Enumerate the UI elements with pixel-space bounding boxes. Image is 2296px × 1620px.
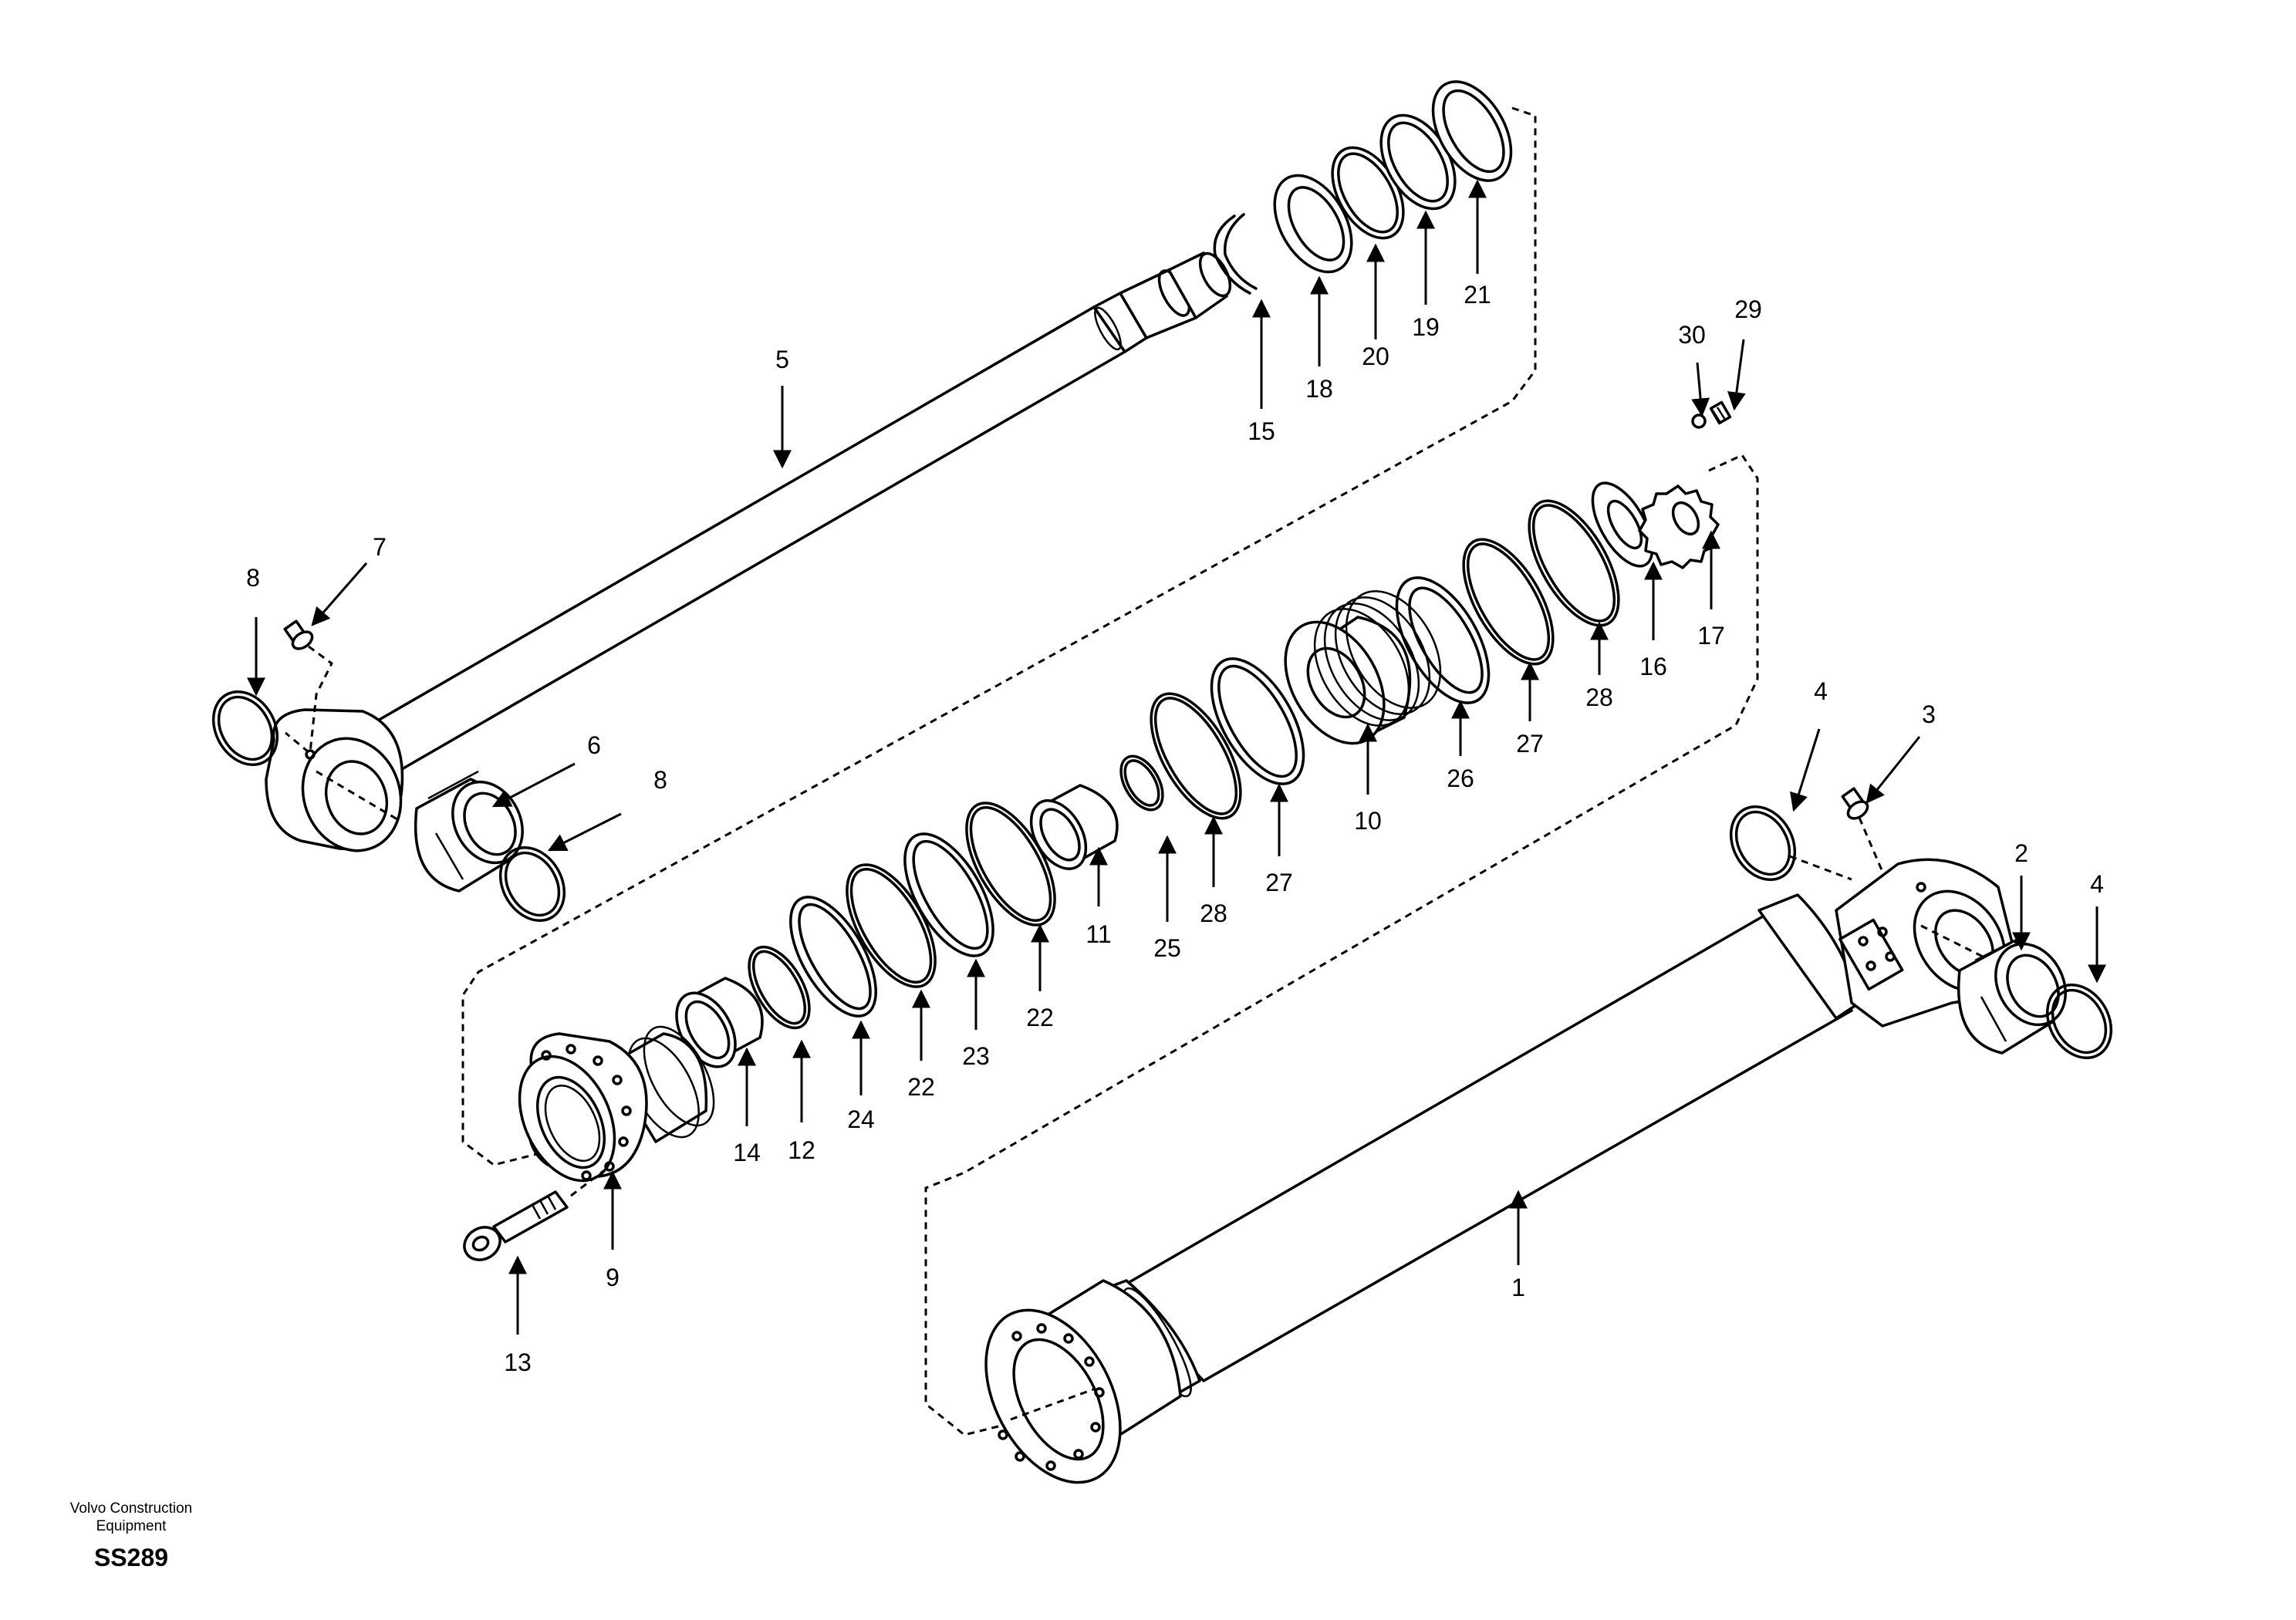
cylinder-head bbox=[518, 1025, 715, 1183]
callout-27-upper: 27 bbox=[1516, 730, 1544, 758]
callout-11: 11 bbox=[1086, 920, 1111, 948]
assembly-line-piston bbox=[924, 454, 1759, 1436]
callout-19: 19 bbox=[1412, 313, 1440, 341]
callout-23: 23 bbox=[962, 1042, 990, 1070]
piston-seal-group bbox=[675, 481, 1720, 1068]
callout-6: 6 bbox=[587, 731, 601, 759]
callout-28-lower: 28 bbox=[1200, 899, 1227, 927]
callout-28-upper: 28 bbox=[1585, 683, 1613, 711]
callout-13: 13 bbox=[504, 1348, 532, 1376]
callout-8-left: 8 bbox=[246, 564, 260, 592]
callout-leaders bbox=[247, 179, 2106, 1335]
callout-20: 20 bbox=[1362, 343, 1389, 370]
callout-22-upper: 22 bbox=[1026, 1004, 1054, 1031]
o-ring-tube-right bbox=[2045, 983, 2113, 1060]
callout-21: 21 bbox=[1464, 281, 1491, 309]
callout-14: 14 bbox=[733, 1139, 761, 1166]
callout-4-left: 4 bbox=[1814, 677, 1828, 705]
callout-16: 16 bbox=[1639, 653, 1667, 680]
callout-labels: 1 2 3 4 4 5 6 7 8 8 9 10 11 12 13 14 15 … bbox=[246, 281, 2104, 1376]
cylinder-tube bbox=[984, 858, 2015, 1484]
lock-screw-group bbox=[1691, 400, 1732, 429]
piston-rod bbox=[265, 251, 1232, 852]
callout-30: 30 bbox=[1678, 321, 1706, 349]
callout-10: 10 bbox=[1354, 807, 1382, 835]
footer-company-line2: Equipment bbox=[96, 1518, 167, 1534]
callout-4-right: 4 bbox=[2090, 870, 2104, 898]
grease-nipple-tube bbox=[1841, 787, 1884, 872]
callout-27-lower: 27 bbox=[1265, 869, 1293, 896]
footer-company-line1: Volvo Construction bbox=[69, 1500, 193, 1517]
drawing-code: SS289 bbox=[93, 1544, 169, 1571]
callout-29: 29 bbox=[1734, 295, 1762, 323]
o-ring-rod-left bbox=[211, 690, 279, 767]
callout-5: 5 bbox=[775, 346, 789, 373]
assembly-line-rod-gland bbox=[461, 106, 1537, 1166]
callout-15: 15 bbox=[1248, 417, 1275, 445]
bushing-rod bbox=[414, 770, 524, 893]
callout-17: 17 bbox=[1697, 622, 1725, 650]
socket-head-bolt bbox=[463, 1165, 610, 1261]
o-ring-rod-right bbox=[498, 845, 566, 923]
callout-7: 7 bbox=[373, 533, 387, 561]
callout-8-right: 8 bbox=[653, 766, 667, 794]
callout-12: 12 bbox=[788, 1136, 815, 1164]
callout-24: 24 bbox=[847, 1105, 875, 1133]
callout-1: 1 bbox=[1511, 1274, 1525, 1301]
o-ring-tube-left bbox=[1729, 805, 1852, 882]
callout-26: 26 bbox=[1447, 764, 1474, 792]
callout-9: 9 bbox=[606, 1264, 620, 1291]
callout-25: 25 bbox=[1153, 934, 1181, 962]
callout-18: 18 bbox=[1305, 375, 1333, 403]
grease-nipple-rod bbox=[283, 619, 333, 753]
callout-3: 3 bbox=[1922, 700, 1936, 728]
callout-22-lower: 22 bbox=[907, 1073, 935, 1101]
footer-company: Volvo Construction Equipment bbox=[31, 1500, 231, 1535]
callout-2: 2 bbox=[2014, 839, 2028, 867]
rod-seal-group bbox=[1213, 80, 1513, 295]
